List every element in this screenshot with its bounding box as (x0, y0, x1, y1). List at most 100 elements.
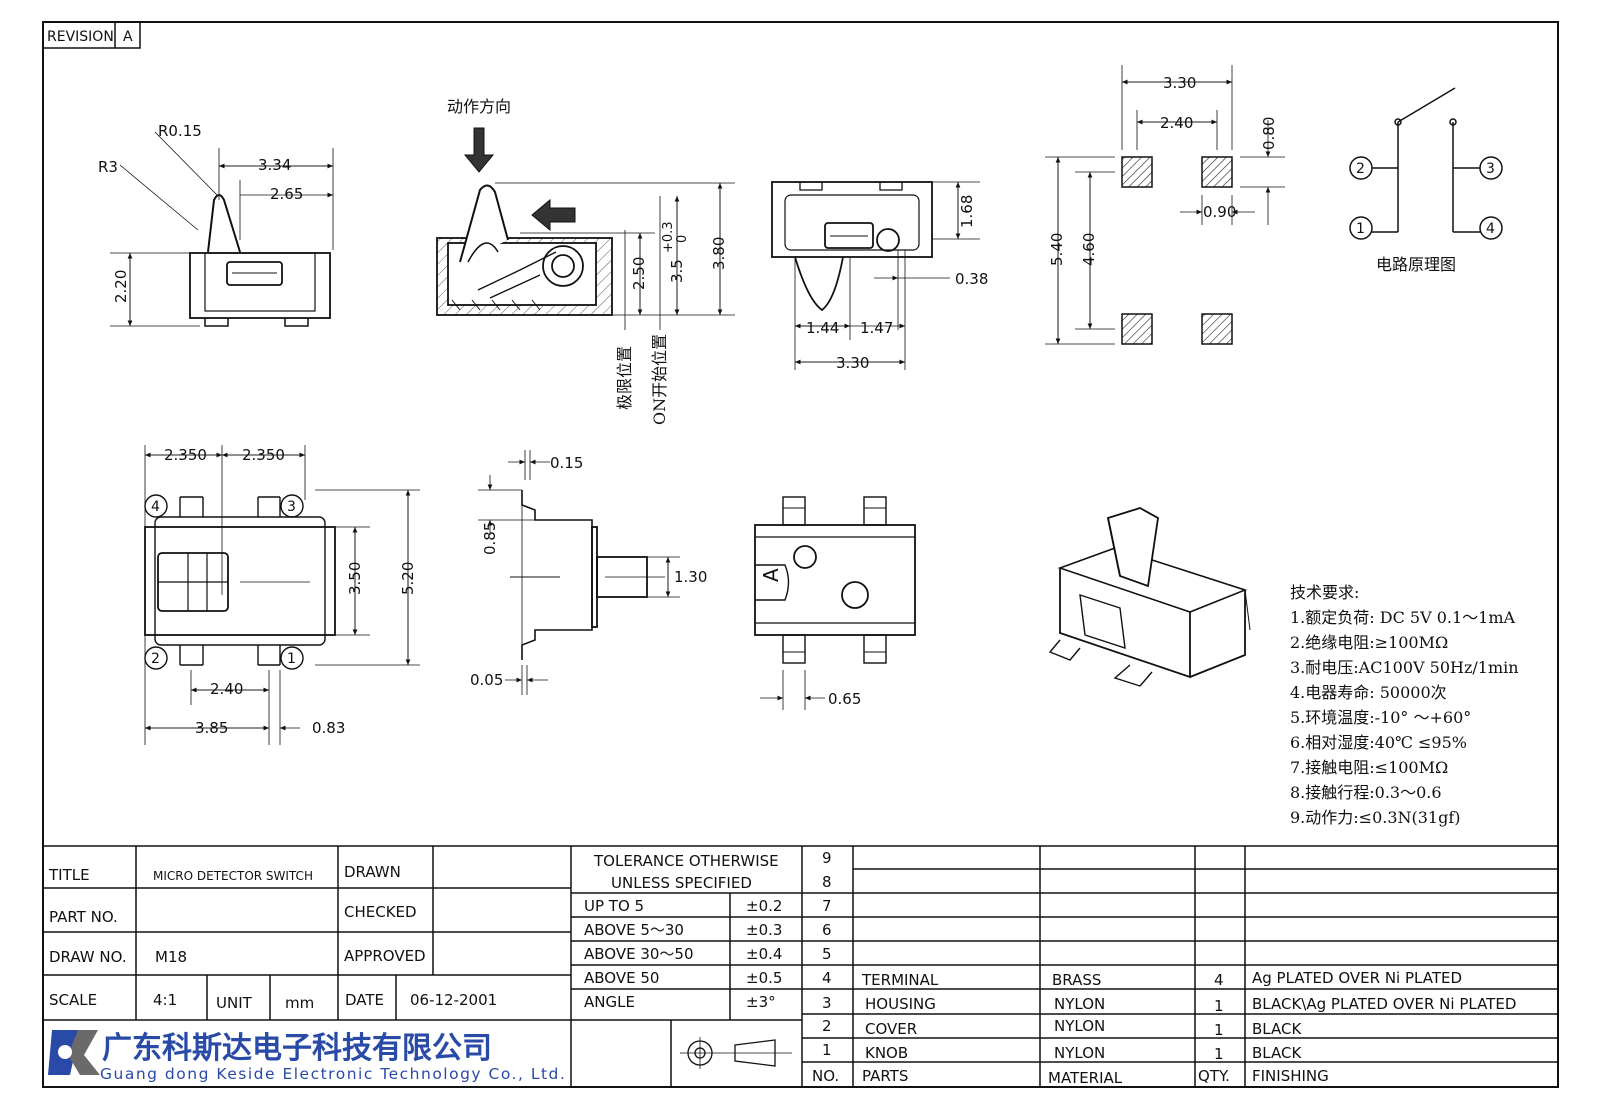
dim-action-d2: 3.5 (668, 259, 686, 283)
dim-front-h: 1.68 (958, 195, 976, 228)
footprint-pad (1201, 313, 1233, 345)
circuit-pin: 2 (1356, 161, 1365, 177)
tolerance-range: ABOVE 50 (584, 969, 659, 987)
bom-row-material: BRASS (1052, 971, 1101, 989)
bottom-view (754, 496, 916, 710)
bom-row-part: HOUSING (865, 995, 936, 1013)
dim-action-d3: 3.80 (710, 237, 728, 270)
date-label: DATE (345, 991, 384, 1009)
title-label: TITLE (48, 866, 90, 884)
dim-r-large: R3 (98, 158, 118, 176)
dim-fp-h-outer: 5.40 (1048, 233, 1066, 266)
company-name-en: Guang dong Keside Electronic Technology … (100, 1065, 566, 1083)
dim-action-d2-tol-bot: 0 (675, 235, 690, 243)
drawn-label: DRAWN (344, 863, 401, 881)
bom-header-parts: PARTS (862, 1067, 908, 1085)
footprint-pad (1201, 156, 1233, 188)
dim-side-h: 2.20 (112, 270, 130, 303)
dim-profile-t-top: 0.15 (550, 454, 583, 472)
bom-row-qty: 1 (1214, 997, 1224, 1015)
bom-row-qty: 1 (1214, 1021, 1224, 1039)
bom-row-finishing: BLACK\Ag PLATED OVER Ni PLATED (1252, 995, 1516, 1013)
dim-top-h-inner: 3.50 (346, 562, 364, 595)
tolerance-range: UP TO 5 (584, 897, 644, 915)
bom-row-no: 5 (822, 945, 832, 963)
bom-header-qty: QTY. (1198, 1067, 1230, 1085)
bom-row-material: NYLON (1054, 995, 1105, 1013)
bom-row-material: NYLON (1054, 1044, 1105, 1062)
bom-row-no: 3 (822, 994, 832, 1012)
bom-header-finishing: FINISHING (1252, 1067, 1329, 1085)
bom-row-no: 7 (822, 897, 832, 915)
tech-requirement-item: 2.绝缘电阻:≥100MΩ (1290, 633, 1448, 652)
tech-requirements: 技术要求: 1.额定负荷: DC 5V 0.1～1mA 2.绝缘电阻:≥100M… (1290, 583, 1519, 827)
position-limit-label: 极限位置 (615, 346, 634, 410)
dim-front-total: 3.30 (836, 354, 869, 372)
bom-row-part: KNOB (865, 1044, 908, 1062)
dim-side-w1: 3.34 (258, 156, 291, 174)
tech-requirement-item: 5.环境温度:-10° ～+60° (1290, 708, 1471, 727)
draw-no-value: M18 (155, 948, 187, 966)
tolerance-value: ±0.4 (746, 945, 782, 963)
dim-top-w-right: 2.350 (242, 446, 285, 464)
bom-header-material: MATERIAL (1048, 1069, 1123, 1087)
tolerance-subtitle: UNLESS SPECIFIED (611, 874, 752, 892)
front-view (771, 181, 980, 370)
approved-label: APPROVED (344, 947, 426, 965)
isometric-view (1048, 507, 1251, 687)
bom-row-part: COVER (865, 1020, 917, 1038)
circuit-pin: 1 (1356, 221, 1365, 237)
title-block (43, 845, 1558, 1087)
bom-row-no: 6 (822, 921, 832, 939)
tech-requirement-item: 1.额定负荷: DC 5V 0.1～1mA (1290, 608, 1516, 627)
tech-requirement-item: 6.相对湿度:40℃ ≤95% (1290, 733, 1467, 752)
bom-row-finishing: Ag PLATED OVER Ni PLATED (1252, 969, 1462, 987)
tolerance-value: ±0.3 (746, 921, 782, 939)
bom-row-no: 8 (822, 873, 832, 891)
company-name-cn: 广东科斯达电子科技有限公司 (102, 1031, 492, 1066)
dim-action-d2-tol-top: +0.3 (661, 221, 676, 253)
unit-value: mm (285, 994, 314, 1012)
tolerance-range: ANGLE (584, 993, 635, 1011)
circuit-pin: 3 (1486, 161, 1495, 177)
tech-requirements-title: 技术要求: (1290, 583, 1359, 602)
profile-view (478, 450, 680, 695)
tech-requirement-item: 3.耐电压:AC100V 50Hz/1min (1290, 658, 1519, 677)
top-view-pin: 1 (287, 651, 296, 667)
dim-fp-pad-h: 0.80 (1260, 117, 1278, 150)
bom-row-no: 1 (822, 1041, 832, 1059)
bottom-marking: A (759, 568, 783, 582)
checked-label: CHECKED (344, 903, 417, 921)
action-view (436, 127, 735, 330)
dim-front-offset: 0.38 (955, 270, 988, 288)
tech-requirement-item: 7.接触电阻:≤100MΩ (1290, 758, 1448, 777)
projection-symbol-icon (680, 1037, 792, 1069)
circuit-diagram (1349, 87, 1503, 240)
draw-no-label: DRAW NO. (49, 948, 127, 966)
sheet-border (42, 21, 1559, 1088)
bom-row-material: NYLON (1054, 1017, 1105, 1035)
action-direction-label: 动作方向 (447, 97, 511, 116)
top-view (144, 445, 420, 745)
bom-row-no: 9 (822, 849, 832, 867)
revision-box: REVISION A (42, 21, 141, 49)
dim-bottom-lead: 0.65 (828, 690, 861, 708)
footprint-pad (1121, 313, 1153, 345)
dim-fp-w-inner: 2.40 (1160, 114, 1193, 132)
dim-top-length: 3.85 (195, 719, 228, 737)
bom-row-no: 4 (822, 969, 832, 987)
unit-label: UNIT (216, 994, 253, 1012)
tolerance-value: ±0.5 (746, 969, 782, 987)
dim-profile-h1: 0.85 (481, 522, 499, 555)
dim-front-w2: 1.47 (860, 319, 893, 337)
top-view-pin: 4 (151, 499, 160, 515)
dim-action-d1: 2.50 (630, 257, 648, 290)
tolerance-value: ±3° (746, 993, 776, 1011)
tolerance-value: ±0.2 (746, 897, 782, 915)
tech-requirement-item: 9.动作力:≤0.3N(31gf) (1290, 808, 1461, 827)
bom-row-finishing: BLACK (1252, 1044, 1302, 1062)
top-view-pin: 2 (151, 651, 160, 667)
dim-top-pitch: 2.40 (210, 680, 243, 698)
bom-header-no: NO. (812, 1067, 839, 1085)
